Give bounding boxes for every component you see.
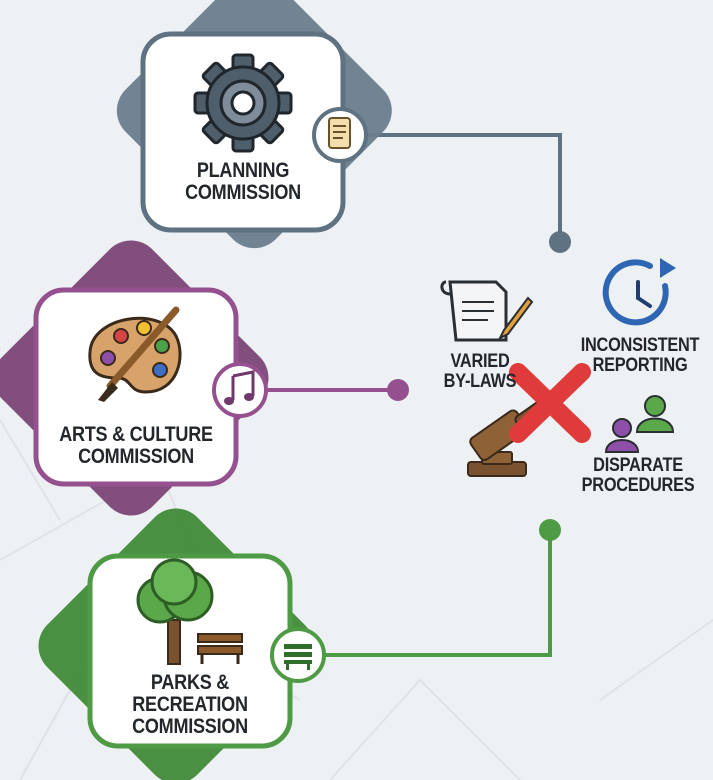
arts-connector (268, 379, 409, 401)
planning-commission-label: PLANNING COMMISSION (174, 159, 312, 205)
people-icon (604, 395, 675, 453)
parks-connector (325, 519, 561, 657)
clock-refresh-icon (602, 258, 676, 326)
arts-label-line-2: COMMISSION (78, 445, 194, 469)
arts-commission-label: ARTS & CULTURE COMMISSION (50, 423, 222, 469)
planning-badge (312, 107, 368, 163)
gear-icon (193, 53, 293, 153)
bylaws-line-2: BY-LAWS (443, 370, 517, 392)
procedures-line-1: DISPARATE (593, 455, 683, 476)
document-pen-icon (440, 280, 534, 342)
parks-commission-card (38, 508, 326, 780)
paint-palette-icon (88, 306, 182, 402)
planning-connector (362, 133, 571, 253)
scroll-document-icon (328, 117, 351, 149)
tree-and-bench-icon (136, 558, 243, 665)
planning-label-line-1: PLANNING (196, 159, 290, 182)
arts-commission-card (0, 240, 269, 516)
planning-commission-card (116, 0, 392, 249)
parks-badge (270, 627, 326, 683)
parks-commission-label: PARKS & RECREATION COMMISSION (117, 671, 263, 739)
park-bench-icon (284, 644, 312, 670)
reporting-line-2: REPORTING (592, 354, 688, 376)
music-note-icon (224, 370, 255, 405)
arts-label-line-1: ARTS & CULTURE (59, 423, 213, 446)
disparate-procedures-label: DISPARATE PROCEDURES (578, 456, 698, 496)
varied-bylaws-label: VARIED BY-LAWS (433, 352, 528, 392)
procedures-line-2: PROCEDURES (581, 474, 695, 496)
parks-label-line-3: COMMISSION (132, 715, 248, 739)
inconsistent-reporting-label: INCONSISTENT REPORTING (571, 336, 709, 376)
reporting-line-1: INCONSISTENT (580, 335, 700, 356)
red-x-icon (509, 363, 591, 443)
bylaws-line-1: VARIED (450, 351, 510, 372)
parks-label-line-2: RECREATION (132, 693, 248, 717)
parks-label-line-1: PARKS & (150, 671, 230, 694)
arts-badge (212, 362, 268, 418)
planning-label-line-2: COMMISSION (185, 181, 301, 205)
